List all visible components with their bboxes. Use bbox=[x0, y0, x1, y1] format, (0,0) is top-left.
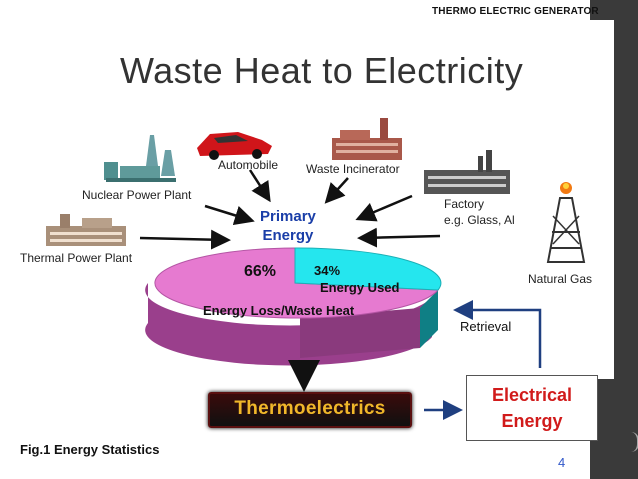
arrow-thermal bbox=[139, 229, 231, 250]
diagram-title: Waste Heat to Electricity bbox=[120, 50, 524, 91]
energy-loss-label: Energy Loss/Waste Heat bbox=[203, 303, 355, 318]
nuclear-plant-icon bbox=[104, 135, 176, 182]
arrow-retrieval bbox=[453, 300, 542, 368]
automobile-icon bbox=[197, 132, 272, 160]
figure-caption: Fig.1 Energy Statistics bbox=[20, 442, 160, 457]
thermal-plant-label: Thermal Power Plant bbox=[20, 251, 133, 265]
pie-slice-loss bbox=[154, 247, 440, 319]
arrow-incinerator bbox=[324, 177, 349, 204]
electrical-energy-line1: Electrical bbox=[491, 385, 573, 405]
nuclear-plant-label: Nuclear Power Plant bbox=[82, 188, 192, 202]
header-label: THERMO ELECTRIC GENERATOR bbox=[432, 6, 599, 17]
arrow-nuclear bbox=[204, 204, 255, 226]
incinerator-label: Waste Incinerator bbox=[306, 162, 400, 176]
used-percent-label: 34% bbox=[314, 263, 341, 278]
natural-gas-label: Natural Gas bbox=[528, 272, 593, 286]
automobile-label: Automobile bbox=[218, 158, 279, 172]
thermoelectrics-box: Thermoelectrics bbox=[208, 392, 412, 428]
thermoelectrics-label: Thermoelectrics bbox=[234, 398, 386, 419]
primary-energy-line1: Primary bbox=[260, 208, 316, 225]
thermal-plant-icon bbox=[46, 214, 126, 246]
factory-icon bbox=[424, 150, 510, 194]
factory-label: Factory bbox=[444, 197, 485, 211]
electrical-energy-label: Electrical Energy bbox=[467, 382, 597, 434]
slide-edge-bracket bbox=[627, 432, 638, 452]
loss-percent-label: 66% bbox=[244, 263, 277, 280]
electrical-energy-box: Electrical Energy bbox=[466, 375, 598, 441]
waste-incinerator-icon bbox=[332, 118, 402, 160]
primary-energy-label: Primary Energy bbox=[260, 207, 316, 245]
primary-energy-line2: Energy bbox=[262, 227, 314, 244]
pie-slice-used bbox=[294, 247, 442, 291]
factory-example-label: e.g. Glass, Al bbox=[444, 213, 515, 227]
arrow-natural-gas bbox=[357, 227, 441, 248]
slide-edge-highlight bbox=[590, 20, 614, 379]
natural-gas-rig-icon bbox=[546, 182, 586, 263]
arrow-automobile bbox=[248, 169, 271, 203]
arrow-factory bbox=[355, 194, 413, 222]
page-number: 4 bbox=[558, 455, 566, 470]
pie-depth bbox=[145, 283, 438, 366]
electrical-energy-line2: Energy bbox=[501, 411, 563, 431]
energy-used-label: Energy Used bbox=[320, 280, 400, 295]
retrieval-label: Retrieval bbox=[460, 319, 512, 334]
